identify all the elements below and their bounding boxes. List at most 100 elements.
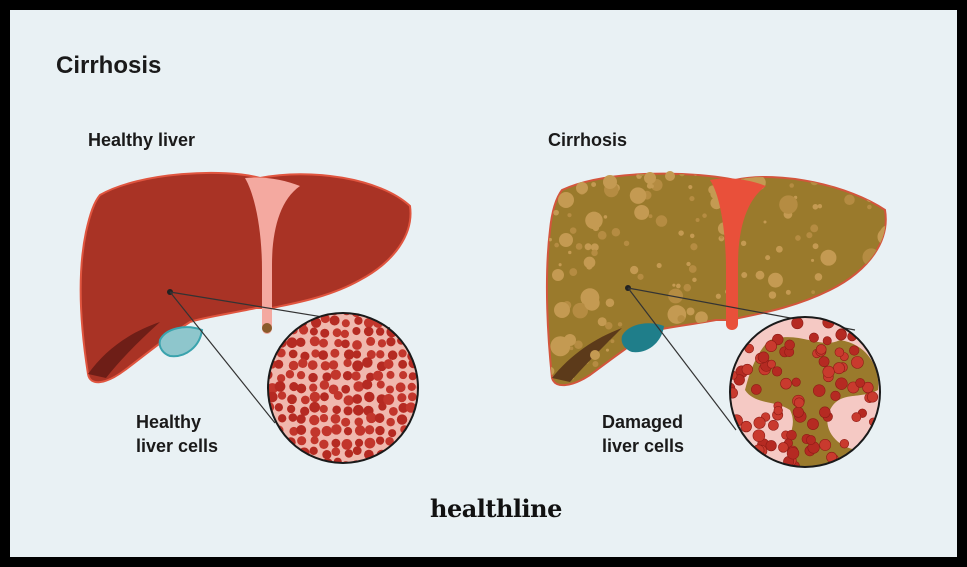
liver-nodule: [877, 228, 894, 245]
damaged-cell: [753, 430, 765, 442]
liver-nodule: [615, 379, 623, 387]
healthy-cell: [422, 428, 430, 436]
liver-nodule: [718, 336, 727, 345]
damaged-cell: [816, 344, 826, 354]
healthy-cell: [364, 392, 374, 402]
liver-nodule: [634, 205, 649, 220]
healthy-cell: [275, 435, 285, 445]
healthy-cell: [341, 330, 349, 338]
liver-nodule: [570, 227, 577, 234]
liver-nodule: [696, 218, 700, 222]
healthy-cell: [274, 360, 283, 369]
healthy-cell: [362, 357, 373, 368]
damaged-cell: [792, 378, 800, 386]
liver-nodule: [649, 214, 653, 218]
healthy-cell: [419, 457, 429, 467]
damaged-cells-magnifier: [726, 317, 880, 473]
healthy-cell: [388, 429, 396, 437]
liver-nodule: [690, 243, 697, 250]
healthy-cell: [353, 350, 361, 358]
healthy-cell: [264, 458, 272, 466]
liver-nodule: [756, 271, 765, 280]
healthy-cell: [319, 440, 328, 449]
damaged-cell: [792, 317, 803, 328]
liver-nodule: [624, 241, 629, 246]
liver-nodule: [768, 273, 783, 288]
healthy-cell: [354, 418, 363, 427]
liver-nodule: [692, 278, 696, 282]
healthy-cell: [278, 414, 286, 422]
liver-nodule: [598, 317, 607, 326]
healthy-cell: [386, 371, 394, 379]
healthy-cell: [296, 414, 305, 423]
damaged-cell: [835, 348, 844, 357]
damaged-cell: [867, 392, 878, 403]
healthy-cell: [296, 384, 306, 394]
healthy-cell: [418, 392, 427, 401]
healthy-cell: [311, 349, 319, 357]
liver-nodule: [779, 195, 798, 214]
healthy-cell: [398, 360, 407, 369]
liver-nodule: [657, 263, 662, 268]
healthy-cell: [408, 328, 418, 338]
liver-nodule: [639, 367, 651, 379]
healthy-cell: [286, 315, 296, 325]
healthy-cell: [373, 371, 383, 381]
liver-nodule: [591, 250, 597, 256]
healthy-cell: [405, 448, 415, 458]
healthy-cell: [378, 402, 386, 410]
damaged-cell: [806, 435, 815, 444]
healthy-cell: [310, 427, 320, 437]
damaged-cell: [787, 430, 797, 440]
healthy-cell: [384, 314, 394, 324]
healthy-cell: [330, 315, 340, 325]
liver-nodule: [567, 213, 571, 217]
healthy-cell: [342, 319, 350, 327]
healthy-cell: [344, 406, 353, 415]
liver-nodule: [602, 369, 610, 377]
damaged-cell: [831, 391, 841, 401]
healthy-cell: [376, 436, 384, 444]
healthy-cell: [320, 414, 328, 422]
healthy-cell: [289, 457, 299, 467]
healthy-cell: [410, 459, 419, 468]
liver-nodule: [576, 243, 583, 250]
damaged-cell: [807, 419, 818, 430]
healthy-cell: [289, 350, 298, 359]
healthy-cell: [397, 450, 407, 460]
liver-nodule: [630, 187, 646, 203]
healthy-cell: [331, 424, 342, 435]
liver-nodule: [875, 357, 879, 361]
healthy-cell: [310, 392, 320, 402]
liver-nodule: [677, 370, 684, 377]
liver-nodule: [702, 213, 707, 218]
liver-nodule: [656, 215, 667, 226]
liver-nodule: [789, 183, 794, 188]
damaged-cell: [793, 407, 804, 418]
healthy-cell: [419, 337, 428, 346]
liver-nodule: [811, 290, 815, 294]
healthy-cell: [397, 414, 407, 424]
healthy-cell: [375, 305, 383, 313]
liver-nodule: [689, 196, 694, 201]
damaged-cell: [778, 442, 788, 452]
healthy-cell: [419, 317, 430, 328]
healthy-cell: [384, 359, 394, 369]
damaged-cell: [823, 366, 835, 378]
liver-nodule: [567, 174, 576, 183]
healthy-cell: [341, 418, 350, 427]
damaged-cell: [851, 356, 863, 368]
healthy-cell: [330, 349, 339, 358]
liver-nodule: [598, 231, 607, 240]
healthy-cell: [310, 328, 318, 336]
healthy-cell: [286, 370, 294, 378]
liver-nodule: [592, 361, 598, 367]
liver-nodule: [678, 230, 683, 235]
damaged-cell: [781, 378, 792, 389]
healthy-cell: [417, 406, 427, 416]
liver-nodule: [586, 264, 592, 270]
healthy-cell: [376, 460, 387, 471]
healthy-cell: [320, 392, 329, 401]
liver-nodule: [716, 294, 721, 299]
liver-nodule: [878, 354, 882, 358]
